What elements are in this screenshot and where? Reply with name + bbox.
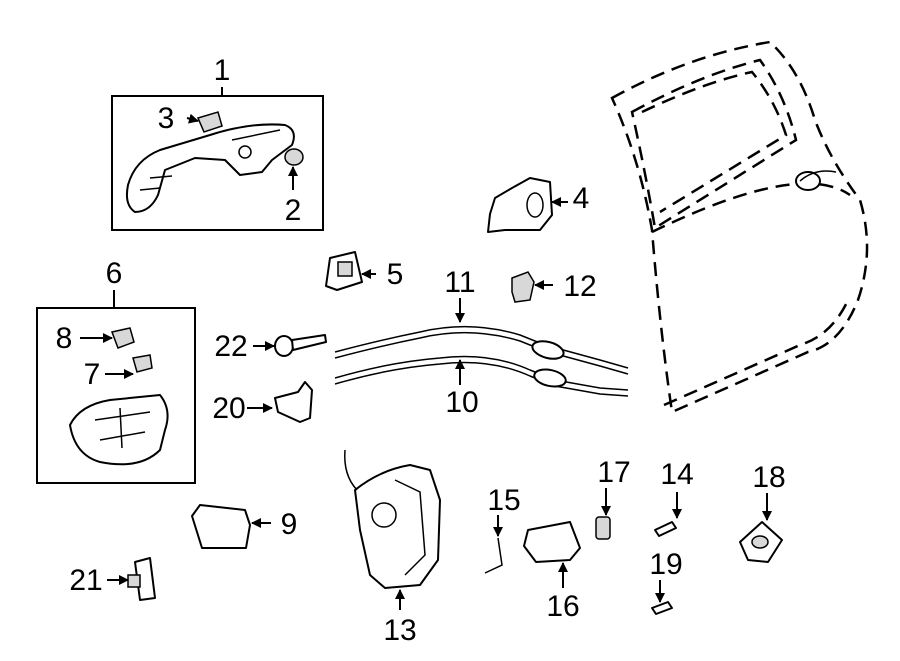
callout-14: 14 — [660, 458, 693, 491]
actuator-cover-icon — [325, 251, 363, 291]
hinge-icon — [127, 557, 156, 601]
callout-20: 20 — [212, 392, 245, 425]
release-cable-lower-icon — [334, 355, 629, 397]
callout-1: 1 — [214, 54, 231, 87]
callout-22: 22 — [214, 330, 247, 363]
callout-6: 6 — [106, 257, 123, 290]
callout-19: 19 — [649, 548, 682, 581]
bumper-icon — [595, 516, 611, 540]
outside-handle-icon — [125, 123, 295, 213]
callout-11: 11 — [444, 266, 475, 299]
callout-2: 2 — [285, 194, 302, 227]
callout-3: 3 — [158, 102, 175, 135]
callout-13: 13 — [383, 614, 416, 647]
callout-17: 17 — [597, 456, 630, 489]
callout-7: 7 — [84, 358, 101, 391]
latch-cover-icon — [523, 521, 581, 563]
callout-labels: 1 3 2 4 5 6 8 7 9 10 11 12 13 14 15 16 1… — [56, 54, 786, 647]
callout-16: 16 — [546, 590, 579, 623]
lever-clip-icon — [110, 327, 135, 349]
retainer-clip-icon — [132, 354, 153, 373]
rear-door-outline — [610, 40, 869, 414]
striker-icon — [739, 521, 783, 563]
callout-4: 4 — [573, 182, 590, 215]
cable-clip-icon — [511, 271, 535, 303]
door-check-icon — [274, 334, 327, 357]
door-handle-icon — [795, 170, 837, 191]
callout-5: 5 — [387, 258, 404, 291]
cap-icon — [284, 148, 304, 166]
inside-handle-icon — [69, 394, 169, 466]
release-cable-upper-icon — [334, 325, 629, 375]
callout-8: 8 — [56, 322, 73, 355]
callout-12: 12 — [563, 270, 596, 303]
screw-icon — [651, 601, 673, 615]
bolt-icon — [654, 521, 677, 537]
door-latch-assembly-icon — [344, 449, 441, 589]
callout-15: 15 — [487, 484, 520, 517]
callout-21: 21 — [69, 564, 102, 597]
inside-handle-group-box — [36, 307, 196, 484]
callout-18: 18 — [752, 461, 785, 494]
hinge-bracket-icon — [274, 381, 313, 423]
reinforcement-bracket-icon — [487, 177, 553, 233]
outside-handle-group-box — [111, 95, 324, 231]
lock-cover-icon — [191, 504, 251, 549]
rod-icon — [484, 537, 503, 574]
leader-lines — [80, 87, 772, 610]
handle-cover-icon — [196, 111, 223, 133]
callout-9: 9 — [281, 508, 298, 541]
callout-10: 10 — [445, 386, 478, 419]
